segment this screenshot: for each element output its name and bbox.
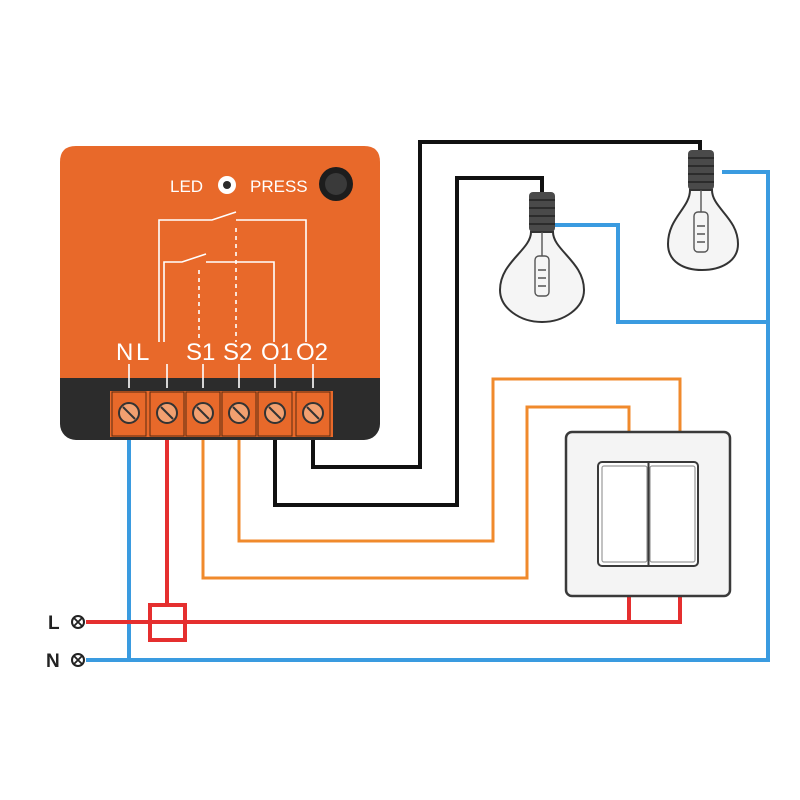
switch-rocker-left[interactable]	[601, 465, 648, 563]
light-bulb-2-icon	[666, 150, 740, 272]
light-bulb-1-icon	[498, 192, 586, 324]
led-label: LED	[170, 177, 203, 196]
terminal-label-o2: O2	[296, 339, 328, 366]
press-button[interactable]	[319, 167, 353, 201]
screw-terminal-o2[interactable]	[295, 391, 331, 437]
terminal-label-l: L	[136, 339, 149, 366]
fuse-icon	[148, 603, 187, 642]
switch-rocker-right[interactable]	[649, 465, 696, 563]
press-label[interactable]: PRESS	[250, 177, 308, 196]
terminal-labels: N L S1 S2 O1 O2	[116, 339, 328, 366]
screw-terminal-l[interactable]	[149, 391, 185, 437]
switch-wire-s1	[201, 405, 631, 580]
output-wire-o2	[311, 140, 702, 469]
relay-module: LED PRESS N L S1 S2 O1 O2	[60, 146, 380, 440]
terminal-label-o1: O1	[261, 339, 293, 366]
mains-terminals: L N	[46, 613, 85, 672]
screw-terminal-n[interactable]	[111, 391, 147, 437]
terminal-label-s1: S1	[186, 339, 215, 366]
double-wall-switch[interactable]	[564, 430, 732, 598]
led-indicator-icon	[218, 176, 236, 194]
live-wire-main	[86, 594, 682, 624]
neutral-terminal-icon	[71, 653, 85, 667]
wires	[86, 140, 770, 662]
screw-terminal-o1[interactable]	[257, 391, 293, 437]
screw-terminal-s2[interactable]	[221, 391, 257, 437]
terminal-label-n: N	[116, 339, 133, 366]
output-wire-o1	[273, 176, 544, 507]
terminal-leads	[128, 364, 314, 388]
line-terminal-icon	[71, 615, 85, 629]
line-label: L	[48, 613, 60, 634]
screw-terminal-s1[interactable]	[185, 391, 221, 437]
switch-wire-s2	[237, 377, 682, 543]
terminal-screws	[111, 391, 331, 437]
terminal-label-s2: S2	[223, 339, 252, 366]
neutral-wire-bulb1	[555, 223, 768, 324]
neutral-label: N	[46, 651, 60, 672]
relay-schematic-icon	[158, 211, 307, 342]
neutral-wire-main	[86, 170, 770, 662]
